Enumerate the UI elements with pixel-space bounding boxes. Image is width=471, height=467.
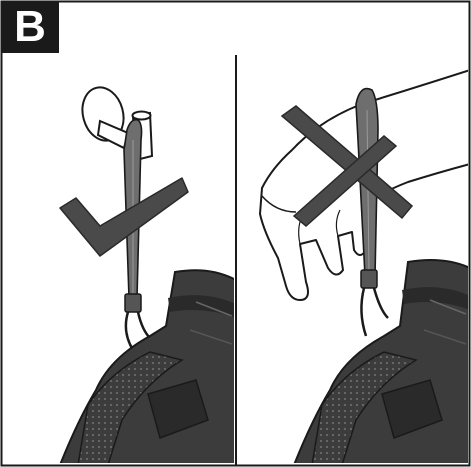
figure-label: B bbox=[1, 1, 59, 53]
power-tool bbox=[294, 260, 470, 465]
power-tool bbox=[60, 270, 236, 465]
figure-label-badge: B bbox=[1, 1, 59, 53]
panel-left bbox=[60, 83, 236, 465]
check-mark-icon bbox=[60, 178, 188, 256]
panel-right bbox=[260, 70, 470, 465]
